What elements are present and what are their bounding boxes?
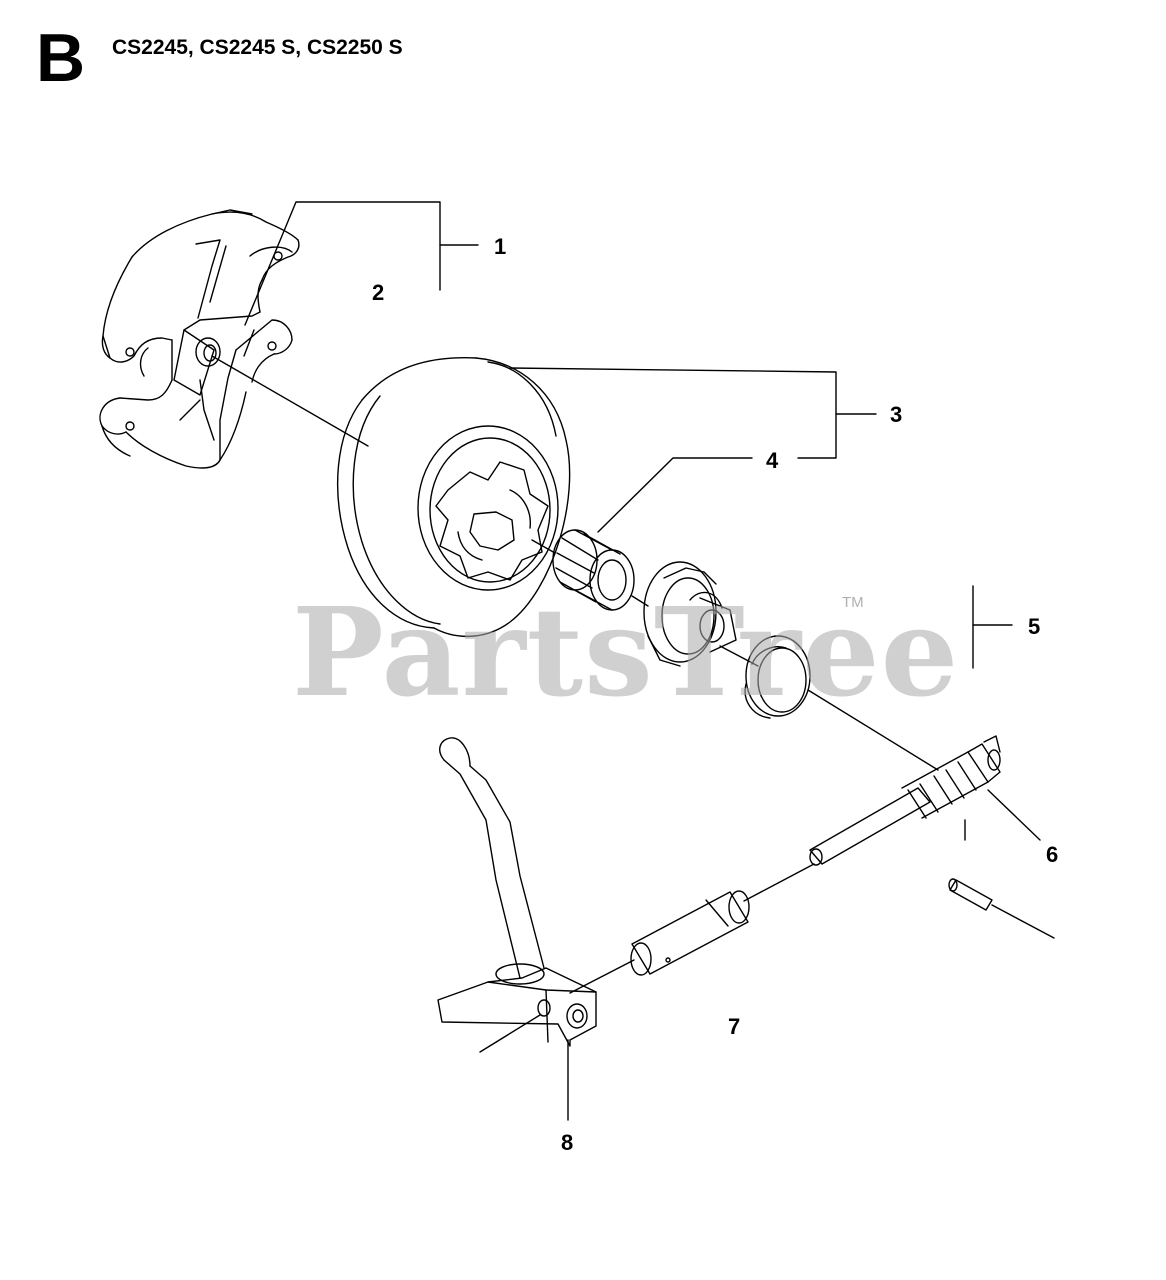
spring-part bbox=[744, 635, 811, 719]
model-list: CS2245, CS2245 S, CS2250 S bbox=[112, 36, 403, 59]
callout-5: 5 bbox=[1028, 614, 1040, 639]
washer-part bbox=[643, 561, 737, 667]
sleeve-part bbox=[630, 890, 750, 976]
pin-part bbox=[948, 878, 1055, 939]
callout-6: 6 bbox=[1046, 842, 1058, 867]
clutch-part bbox=[99, 209, 300, 469]
lever-part bbox=[437, 737, 597, 1047]
callout-4: 4 bbox=[766, 448, 779, 473]
callout-7: 7 bbox=[728, 1014, 740, 1039]
clutch-drum-part bbox=[336, 357, 571, 637]
callout-8: 8 bbox=[561, 1130, 573, 1155]
callout-2: 2 bbox=[372, 280, 384, 305]
watermark-trademark: TM bbox=[842, 594, 864, 611]
drive-shaft-part bbox=[809, 735, 1001, 866]
needle-bearing-part bbox=[552, 529, 635, 611]
leader-lines bbox=[244, 201, 1041, 1121]
callout-3: 3 bbox=[890, 402, 902, 427]
callout-1: 1 bbox=[494, 234, 506, 259]
section-letter: B bbox=[36, 20, 86, 96]
assembly-axis bbox=[211, 355, 939, 1053]
callout-labels: 1 2 3 4 5 6 7 8 bbox=[372, 234, 1058, 1155]
watermark-logo: PartsTree bbox=[292, 580, 960, 724]
